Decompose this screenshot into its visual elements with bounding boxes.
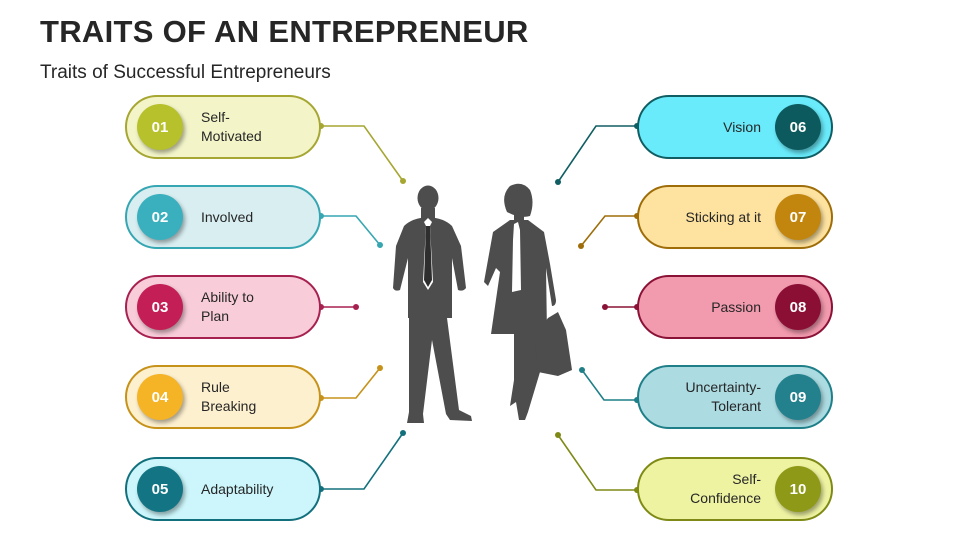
trait-number-badge: 09 <box>775 374 821 420</box>
trait-label: Self- Confidence <box>690 471 761 506</box>
trait-label: Adaptability <box>201 480 274 497</box>
trait-05: 05 Adaptability <box>125 457 321 521</box>
page-subtitle: Traits of Successful Entrepreneurs <box>40 62 331 83</box>
trait-label: Involved <box>201 208 254 225</box>
trait-01: 01 Self- Motivated <box>125 95 321 159</box>
connector-dot <box>377 242 383 248</box>
trait-number-badge: 05 <box>137 466 183 512</box>
connector-line <box>580 215 637 247</box>
trait-label: Ability to Plan <box>201 289 254 324</box>
trait-03: 03 Ability to Plan <box>125 275 321 339</box>
trait-label: Passion <box>711 298 761 315</box>
trait-number-badge: 04 <box>137 374 183 420</box>
trait-label: Vision <box>723 118 761 135</box>
trait-07: 07 Sticking at it <box>637 185 833 249</box>
trait-label: Self- Motivated <box>201 109 262 144</box>
connector-dot <box>400 430 406 436</box>
connector-dot <box>555 432 561 438</box>
trait-label: Sticking at it <box>685 208 761 225</box>
connector-dot <box>400 178 406 184</box>
trait-08: 08 Passion <box>637 275 833 339</box>
trait-06: 06 Vision <box>637 95 833 159</box>
connector-line <box>557 125 637 183</box>
connector-dot <box>353 304 359 310</box>
page-title: TRAITS OF AN ENTREPRENEUR <box>40 14 529 49</box>
trait-09: 09 Uncertainty- Tolerant <box>637 365 833 429</box>
connector-dot <box>578 243 584 249</box>
connector-line <box>581 369 637 401</box>
trait-label: Uncertainty- Tolerant <box>685 379 761 414</box>
businessman-silhouette <box>393 185 472 423</box>
businesswoman-silhouette <box>484 183 572 420</box>
trait-number-badge: 07 <box>775 194 821 240</box>
trait-number-badge: 02 <box>137 194 183 240</box>
connector-line <box>321 215 381 246</box>
trait-10: 10 Self- Confidence <box>637 457 833 521</box>
connector-line <box>321 432 404 490</box>
trait-02: 02 Involved <box>125 185 321 249</box>
trait-04: 04 Rule Breaking <box>125 365 321 429</box>
trait-number-badge: 06 <box>775 104 821 150</box>
connector-dot <box>555 179 561 185</box>
trait-number-badge: 01 <box>137 104 183 150</box>
connector-dot <box>579 367 585 373</box>
trait-number-badge: 03 <box>137 284 183 330</box>
connector-dot <box>602 304 608 310</box>
connector-line <box>321 125 404 182</box>
trait-number-badge: 10 <box>775 466 821 512</box>
trait-number-badge: 08 <box>775 284 821 330</box>
connector-line <box>321 367 381 399</box>
connector-line <box>557 434 637 491</box>
connector-dot <box>377 365 383 371</box>
trait-label: Rule Breaking <box>201 379 257 414</box>
